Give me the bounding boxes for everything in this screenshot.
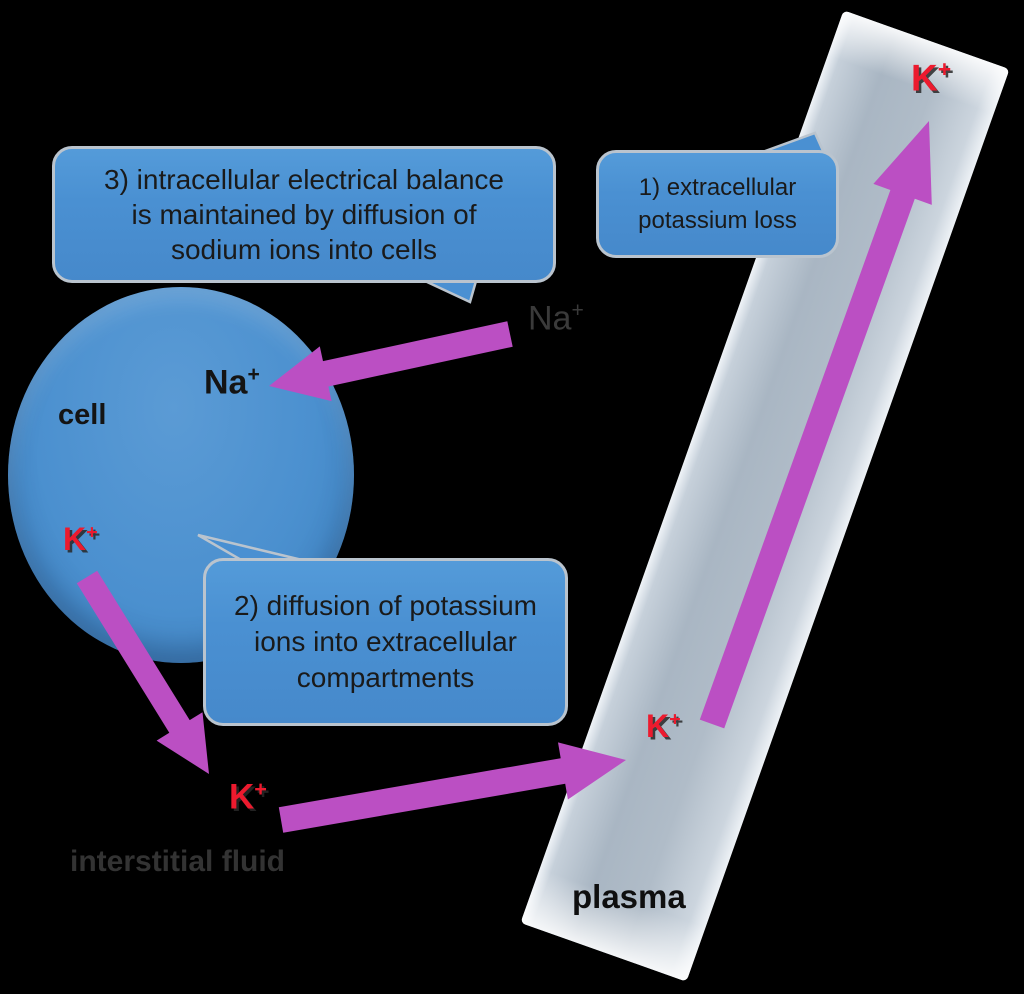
sodium-symbol: Na: [528, 299, 572, 338]
callout-step2: 2) diffusion of potassium ions into extr…: [203, 558, 568, 726]
callout-step2-line1: 2) diffusion of potassium: [234, 590, 537, 621]
callout-step3-line3: sodium ions into cells: [170, 234, 438, 265]
potassium-charge: +: [937, 56, 952, 82]
potassium-charge: +: [669, 708, 681, 731]
sodium-charge: +: [571, 299, 584, 322]
callout-step1-line1: 1) extracellular: [638, 174, 797, 201]
sodium-symbol: Na: [204, 363, 248, 402]
cell-potassium-label: K+: [63, 521, 98, 558]
callout-step1-line2: potassium loss: [638, 207, 797, 234]
potassium-symbol: K: [646, 708, 670, 744]
callout-step3-line2: is maintained by diffusion of: [131, 199, 477, 230]
potassium-symbol: K: [911, 57, 938, 99]
potassium-symbol: K: [229, 777, 255, 817]
cell-label: cell: [58, 399, 107, 431]
interstitial-potassium-label: K+: [229, 776, 267, 818]
callout-step2-line2: ions into extracellular: [253, 626, 518, 657]
potassium-symbol: K: [63, 521, 87, 557]
callout-step3-line1: 3) intracellular electrical balance: [104, 164, 504, 195]
sodium-charge: +: [247, 363, 260, 386]
callout-step3: 3) intracellular electrical balance is m…: [52, 146, 556, 283]
plasma-potassium-label-top: K+: [911, 56, 951, 99]
callout-step1: 1) extracellular potassium loss: [596, 150, 839, 258]
interstitial-fluid-label: interstitial fluid: [70, 845, 286, 878]
cell-sodium-label: Na+: [204, 363, 260, 402]
plasma-label: plasma: [572, 878, 686, 915]
potassium-charge: +: [86, 521, 98, 544]
plasma-potassium-label-lower: K+: [646, 708, 681, 745]
callout-step2-line3: compartments: [296, 662, 475, 693]
extracellular-sodium-label: Na+: [528, 299, 584, 338]
potassium-charge: +: [254, 776, 267, 801]
